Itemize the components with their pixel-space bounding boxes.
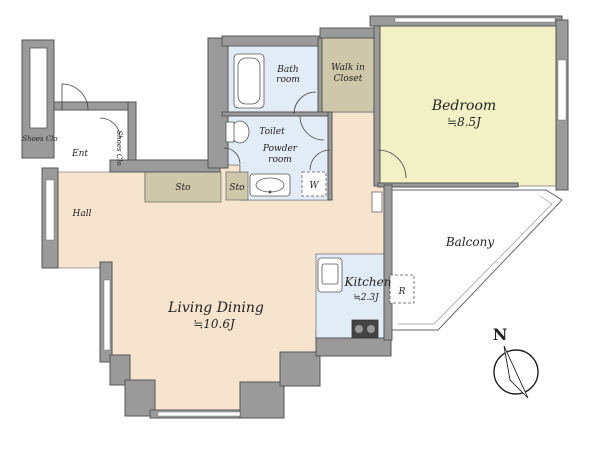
doors: [61, 83, 407, 179]
bedroom-label: Bedroom: [431, 98, 496, 114]
washer-label: W: [309, 181, 319, 191]
kitchen-stove: [351, 319, 379, 339]
storage-hall-label: Sto: [175, 183, 191, 193]
living-dining-label: Living Dining: [167, 300, 264, 316]
fixtures: [225, 53, 415, 339]
walk-in-closet-label-1: Walk in: [331, 63, 365, 73]
bath-label-1: Bath: [276, 65, 298, 75]
living-dining-size: ≒10.6J: [193, 317, 236, 331]
compass-ring: [493, 349, 539, 395]
bath-label-2: room: [276, 75, 300, 85]
windows: [45, 17, 567, 417]
powder-room-label-1: Powder: [262, 144, 298, 154]
bedroom-size: ≒8.5J: [447, 115, 482, 129]
kitchen-label: Kitchen: [344, 275, 392, 289]
fridge-box: [389, 274, 415, 304]
washer-box: [301, 171, 327, 197]
kitchen-size: ≒2.3J: [353, 293, 380, 303]
toilet-label: Toilet: [259, 127, 285, 137]
north-compass: N: [493, 325, 539, 399]
shoes-closet-left-label: Shoes Clo: [22, 135, 57, 143]
room-labels: Bath room Walk in Closet Bedroom ≒8.5J T…: [22, 63, 496, 331]
storage-hall-area: [144, 171, 222, 203]
walk-in-closet-label-2: Closet: [334, 74, 363, 84]
fridge-label: R: [398, 287, 406, 297]
walk-in-closet-area: [319, 37, 377, 113]
balcony-label: Balcony: [445, 235, 494, 249]
bedroom-area: [377, 23, 557, 187]
storage-small-label: Sto: [229, 183, 245, 193]
balcony: [371, 189, 563, 331]
balcony-outline: [391, 189, 563, 331]
hall-label: Hall: [72, 209, 92, 219]
storage-small-area: [225, 171, 249, 201]
shoes-closet-right-label: Shoes Clo: [115, 130, 123, 165]
entrance-label: Ent: [71, 149, 88, 159]
compass-north-label: N: [493, 325, 508, 344]
powder-room-label-2: room: [268, 155, 292, 165]
